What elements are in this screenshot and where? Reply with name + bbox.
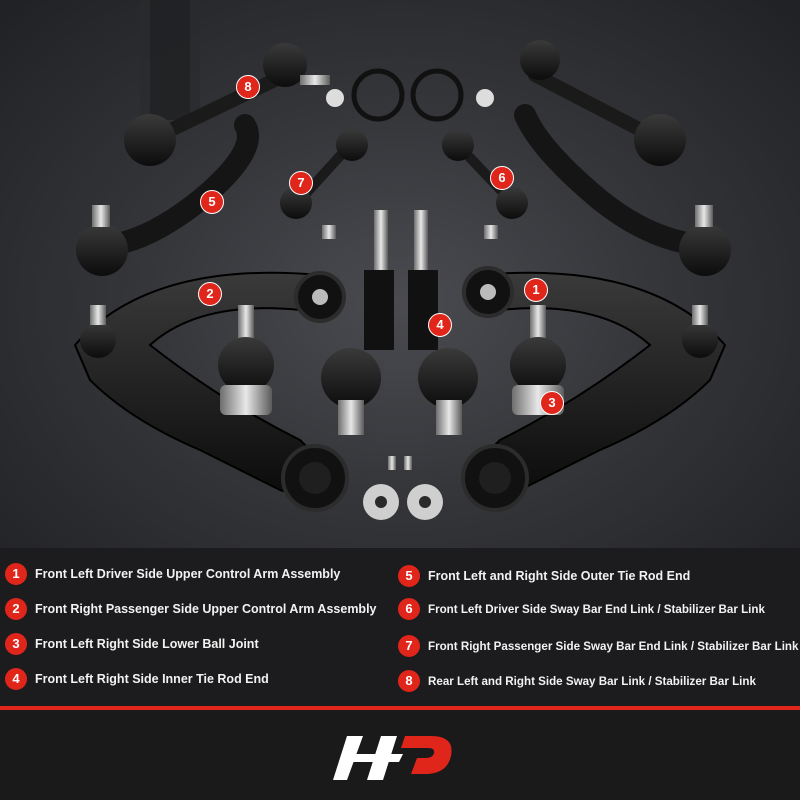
- suspension-kit-illustration: [73, 0, 731, 520]
- callout-5: 5: [200, 190, 224, 214]
- upper-control-arm-right-passenger: [73, 271, 349, 512]
- inner-tie-rod-left: [321, 210, 394, 435]
- callout-3: 3: [540, 391, 564, 415]
- legend-label: Front Left and Right Side Outer Tie Rod …: [428, 569, 691, 583]
- legend-label: Front Right Passenger Side Sway Bar End …: [428, 639, 799, 653]
- legend-label: Front Left Right Side Lower Ball Joint: [35, 637, 259, 651]
- upper-control-arm-left-driver: [461, 266, 727, 512]
- legend-label: Front Left Right Side Inner Tie Rod End: [35, 672, 269, 686]
- brand-logo-icon: [333, 736, 452, 780]
- rear-sway-link-right: [476, 40, 686, 166]
- grease-fitting-right: [404, 456, 412, 470]
- front-sway-link-left-driver: [442, 129, 528, 239]
- callout-4: 4: [428, 313, 452, 337]
- rear-sway-link-left: [124, 43, 344, 166]
- parts-legend: 1 Front Left Driver Side Upper Control A…: [0, 548, 800, 708]
- accent-divider: [0, 706, 800, 710]
- circlip-right: [410, 68, 464, 122]
- legend-label: Front Right Passenger Side Upper Control…: [35, 602, 377, 616]
- legend-number: 5: [398, 565, 420, 587]
- legend-label: Front Left Driver Side Upper Control Arm…: [35, 567, 341, 581]
- callout-7: 7: [289, 171, 313, 195]
- legend-item-2: 2 Front Right Passenger Side Upper Contr…: [5, 597, 377, 621]
- legend-item-5: 5 Front Left and Right Side Outer Tie Ro…: [398, 564, 690, 588]
- legend-number: 4: [5, 668, 27, 690]
- callout-6: 6: [490, 166, 514, 190]
- legend-number: 7: [398, 635, 420, 657]
- legend-number: 1: [5, 563, 27, 585]
- legend-item-1: 1 Front Left Driver Side Upper Control A…: [5, 562, 340, 586]
- legend-number: 2: [5, 598, 27, 620]
- legend-item-3: 3 Front Left Right Side Lower Ball Joint: [5, 632, 259, 656]
- circlip-left: [351, 68, 405, 122]
- legend-label: Rear Left and Right Side Sway Bar Link /…: [428, 674, 756, 688]
- callout-2: 2: [198, 282, 222, 306]
- legend-item-8: 8 Rear Left and Right Side Sway Bar Link…: [398, 669, 756, 693]
- grease-fitting-left: [388, 456, 396, 470]
- inner-tie-rod-right: [408, 210, 478, 435]
- legend-number: 6: [398, 598, 420, 620]
- legend-item-7: 7 Front Right Passenger Side Sway Bar En…: [398, 634, 798, 658]
- legend-number: 8: [398, 670, 420, 692]
- outer-tie-rod-right: [514, 104, 731, 276]
- legend-item-4: 4 Front Left Right Side Inner Tie Rod En…: [5, 667, 269, 691]
- legend-label: Front Left Driver Side Sway Bar End Link…: [428, 602, 765, 616]
- callout-8: 8: [236, 75, 260, 99]
- callout-1: 1: [524, 278, 548, 302]
- lower-ball-joint-left: [218, 305, 274, 415]
- legend-item-6: 6 Front Left Driver Side Sway Bar End Li…: [398, 597, 765, 621]
- legend-number: 3: [5, 633, 27, 655]
- product-photo: 8 5 7 6 2 1 4 3: [0, 0, 800, 548]
